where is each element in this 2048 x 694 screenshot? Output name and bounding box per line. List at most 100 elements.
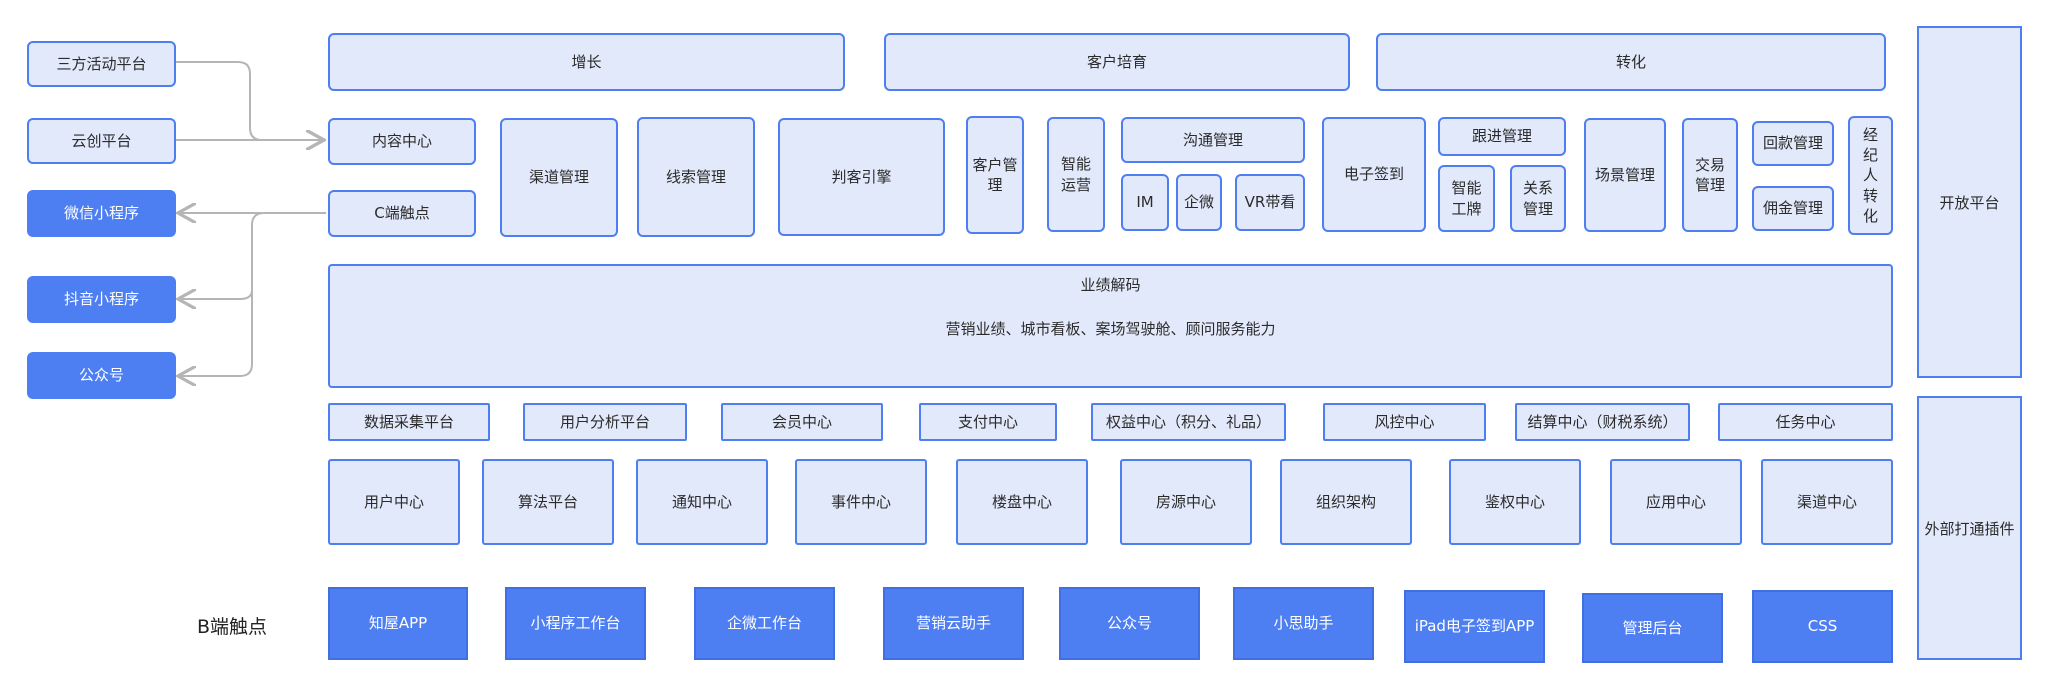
- commission-mgmt-label: 佣金管理: [1762, 199, 1823, 218]
- smart-card-label: 智能工牌: [1451, 179, 1482, 218]
- stage-nurture: 客户培育: [884, 33, 1350, 91]
- platform-risk-center: 风控中心: [1323, 403, 1486, 441]
- vr-label: VR带看: [1244, 193, 1296, 212]
- stage-convert: 转化: [1376, 33, 1886, 91]
- e-sign: 电子签到: [1322, 117, 1426, 232]
- platform-label: 风控中心: [1374, 412, 1435, 431]
- douyin-label: 抖音小程序: [63, 290, 139, 309]
- platform-label: 支付中心: [957, 412, 1018, 431]
- smart-ops-label: 智能运营: [1060, 155, 1091, 194]
- b-touch-gongzhonghao: 公众号: [1059, 587, 1200, 660]
- platform-label: 数据采集平台: [363, 412, 454, 431]
- followup-mgmt: 跟进管理: [1438, 117, 1566, 156]
- base-label: 鉴权中心: [1484, 492, 1545, 511]
- platform-label: 结算中心（财税系统）: [1527, 412, 1678, 431]
- lead-mgmt: 线索管理: [637, 117, 755, 237]
- platform-payment-center: 支付中心: [919, 403, 1057, 441]
- performance-title: 业绩解码: [1080, 276, 1141, 294]
- base-algorithm-platform: 算法平台: [482, 459, 614, 545]
- smart-ops: 智能运营: [1047, 117, 1105, 232]
- connector-c-touch: [180, 212, 326, 376]
- b-touch-item-label: 小程序工作台: [530, 614, 621, 633]
- base-channel-center: 渠道中心: [1761, 459, 1893, 545]
- b-touch-item-label: 企微工作台: [726, 614, 802, 633]
- platform-data-collection: 数据采集平台: [328, 403, 490, 441]
- qiwei-box: 企微: [1176, 174, 1222, 231]
- sanfang-label: 三方活动平台: [56, 54, 147, 73]
- douyin-miniprogram-box: 抖音小程序: [27, 276, 176, 323]
- platform-settlement-center: 结算中心（财税系统）: [1515, 403, 1690, 441]
- base-event-center: 事件中心: [795, 459, 927, 545]
- e-sign-label: 电子签到: [1343, 165, 1404, 184]
- platform-task-center: 任务中心: [1718, 403, 1893, 441]
- sanfang-platform-box: 三方活动平台: [27, 41, 176, 87]
- b-touch-css: CSS: [1752, 590, 1893, 663]
- base-property-center: 楼盘中心: [956, 459, 1088, 545]
- relation-mgmt-label: 关系管理: [1522, 179, 1553, 218]
- comm-mgmt-label: 沟通管理: [1182, 130, 1243, 149]
- yunchuang-platform-box: 云创平台: [27, 118, 176, 164]
- platform-label: 会员中心: [771, 412, 832, 431]
- customer-mgmt-label: 客户管理: [972, 155, 1018, 194]
- relation-mgmt: 关系管理: [1510, 165, 1566, 232]
- b-touch-xiaosi-assistant: 小思助手: [1233, 587, 1374, 660]
- stage-convert-label: 转化: [1615, 52, 1646, 71]
- payment-mgmt: 回款管理: [1752, 121, 1834, 166]
- judge-engine: 判客引擎: [778, 118, 945, 236]
- channel-mgmt: 渠道管理: [500, 118, 618, 237]
- gongzhonghao-label: 公众号: [78, 366, 124, 385]
- performance-decoding: 业绩解码 营销业绩、城市看板、案场驾驶舱、顾问服务能力: [328, 264, 1893, 388]
- b-touch-admin-console: 管理后台: [1582, 593, 1723, 663]
- stage-growth-label: 增长: [571, 52, 602, 71]
- external-plugins-label: 外部打通插件: [1924, 519, 2015, 538]
- base-house-center: 房源中心: [1120, 459, 1252, 545]
- im-box: IM: [1121, 174, 1169, 231]
- weixin-miniprogram-box: 微信小程序: [27, 190, 176, 237]
- vr-box: VR带看: [1235, 174, 1305, 231]
- broker-convert-label: 经纪人转化: [1862, 125, 1878, 225]
- trade-mgmt: 交易管理: [1682, 118, 1738, 232]
- b-touch-zhiwu-app: 知屋APP: [328, 587, 468, 660]
- b-touch-qiwei-workbench: 企微工作台: [694, 587, 835, 660]
- scene-mgmt-label: 场景管理: [1594, 165, 1655, 184]
- judge-engine-label: 判客引擎: [831, 167, 892, 186]
- b-touch-item-label: 知屋APP: [368, 614, 428, 633]
- followup-mgmt-label: 跟进管理: [1471, 127, 1532, 146]
- smart-card: 智能工牌: [1438, 165, 1495, 232]
- b-touch-item-label: 管理后台: [1622, 618, 1683, 637]
- platform-label: 任务中心: [1775, 412, 1836, 431]
- base-label: 房源中心: [1155, 492, 1216, 511]
- base-auth-center: 鉴权中心: [1449, 459, 1581, 545]
- content-center-label: 内容中心: [371, 132, 432, 151]
- b-touch-label: B端触点: [197, 616, 268, 638]
- scene-mgmt: 场景管理: [1584, 118, 1666, 232]
- b-touch-item-label: CSS: [1807, 617, 1838, 636]
- lead-mgmt-label: 线索管理: [665, 167, 726, 186]
- c-touch-label: C端触点: [374, 204, 430, 223]
- gongzhonghao-box: 公众号: [27, 352, 176, 399]
- connector-sanfang: [176, 61, 322, 140]
- open-platform: 开放平台: [1917, 26, 2022, 378]
- b-touch-ipad-sign-app: iPad电子签到APP: [1404, 590, 1545, 663]
- b-touch-item-label: 营销云助手: [915, 614, 991, 633]
- platform-label: 权益中心（积分、礼品）: [1105, 412, 1271, 431]
- comm-mgmt: 沟通管理: [1121, 117, 1305, 163]
- commission-mgmt: 佣金管理: [1752, 186, 1834, 231]
- base-label: 算法平台: [517, 492, 578, 511]
- b-touch-item-label: 公众号: [1106, 614, 1152, 633]
- base-label: 通知中心: [671, 492, 732, 511]
- broker-convert: 经纪人转化: [1848, 116, 1893, 235]
- base-label: 组织架构: [1315, 492, 1376, 511]
- weixin-label: 微信小程序: [63, 204, 139, 223]
- im-label: IM: [1136, 193, 1154, 212]
- open-platform-label: 开放平台: [1939, 193, 2000, 212]
- platform-member-center: 会员中心: [721, 403, 883, 441]
- b-touch-miniprogram-workbench: 小程序工作台: [505, 587, 646, 660]
- c-touch: C端触点: [328, 190, 476, 237]
- base-label: 楼盘中心: [991, 492, 1052, 511]
- b-touch-marketing-assistant: 营销云助手: [883, 587, 1024, 660]
- stage-growth: 增长: [328, 33, 845, 91]
- base-user-center: 用户中心: [328, 459, 460, 545]
- base-org-structure: 组织架构: [1280, 459, 1412, 545]
